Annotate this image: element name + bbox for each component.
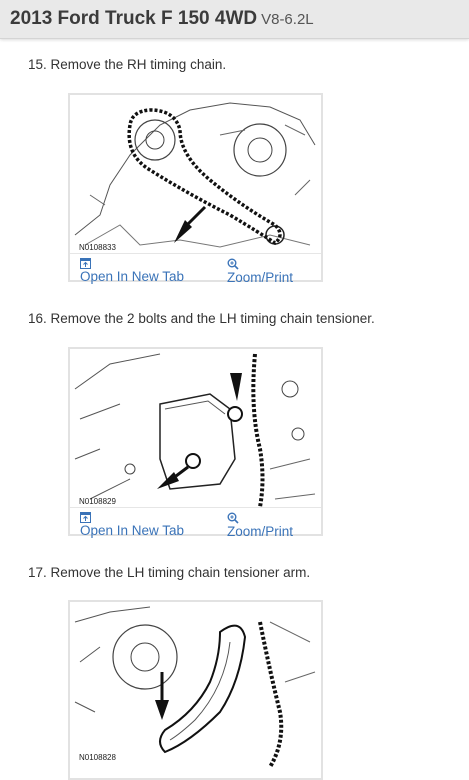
step-15-text: 15. Remove the RH timing chain.	[28, 57, 227, 72]
figure-actions: Open In New Tab Zoom/Print	[70, 253, 321, 285]
figure-code: N0108829	[79, 497, 116, 506]
open-in-new-tab-link[interactable]: Open In New Tab	[80, 258, 184, 284]
zoom-print-label: Zoom/Print	[227, 270, 294, 285]
open-in-new-tab-icon	[80, 512, 91, 523]
open-in-new-tab-link[interactable]: Open In New Tab	[80, 512, 184, 538]
figure-lh-tensioner-arm: N0108828	[68, 600, 323, 780]
lh-tensioner-arm-illustration	[74, 606, 316, 767]
zoom-print-label: Zoom/Print	[227, 524, 294, 539]
figure-code: N0108828	[79, 753, 116, 762]
figure-rh-timing-chain: N0108833 Open In New Tab Zoom/Print	[68, 93, 323, 285]
zoom-icon	[227, 512, 239, 524]
figure-actions: Open In New Tab Zoom/Print	[70, 507, 321, 539]
zoom-icon	[227, 258, 239, 270]
zoom-print-link[interactable]: Zoom/Print	[227, 258, 293, 285]
step-17-text: 17. Remove the LH timing chain tensioner…	[28, 565, 311, 580]
open-in-new-tab-label: Open In New Tab	[80, 269, 185, 284]
open-in-new-tab-icon	[80, 258, 91, 269]
open-in-new-tab-label: Open In New Tab	[80, 523, 185, 538]
engine-subtitle: V8-6.2L	[261, 11, 314, 28]
figure-lh-tensioner: N0108829 Open In New Tab Zoom/Print	[68, 347, 323, 539]
rh-timing-chain-illustration	[74, 102, 316, 248]
step-16-text: 16. Remove the 2 bolts and the LH timing…	[28, 311, 375, 326]
figure-code: N0108833	[79, 243, 116, 252]
lh-tensioner-illustration	[74, 353, 316, 508]
zoom-print-link[interactable]: Zoom/Print	[227, 512, 293, 539]
vehicle-title: 2013 Ford Truck F 150 4WD	[10, 8, 258, 29]
